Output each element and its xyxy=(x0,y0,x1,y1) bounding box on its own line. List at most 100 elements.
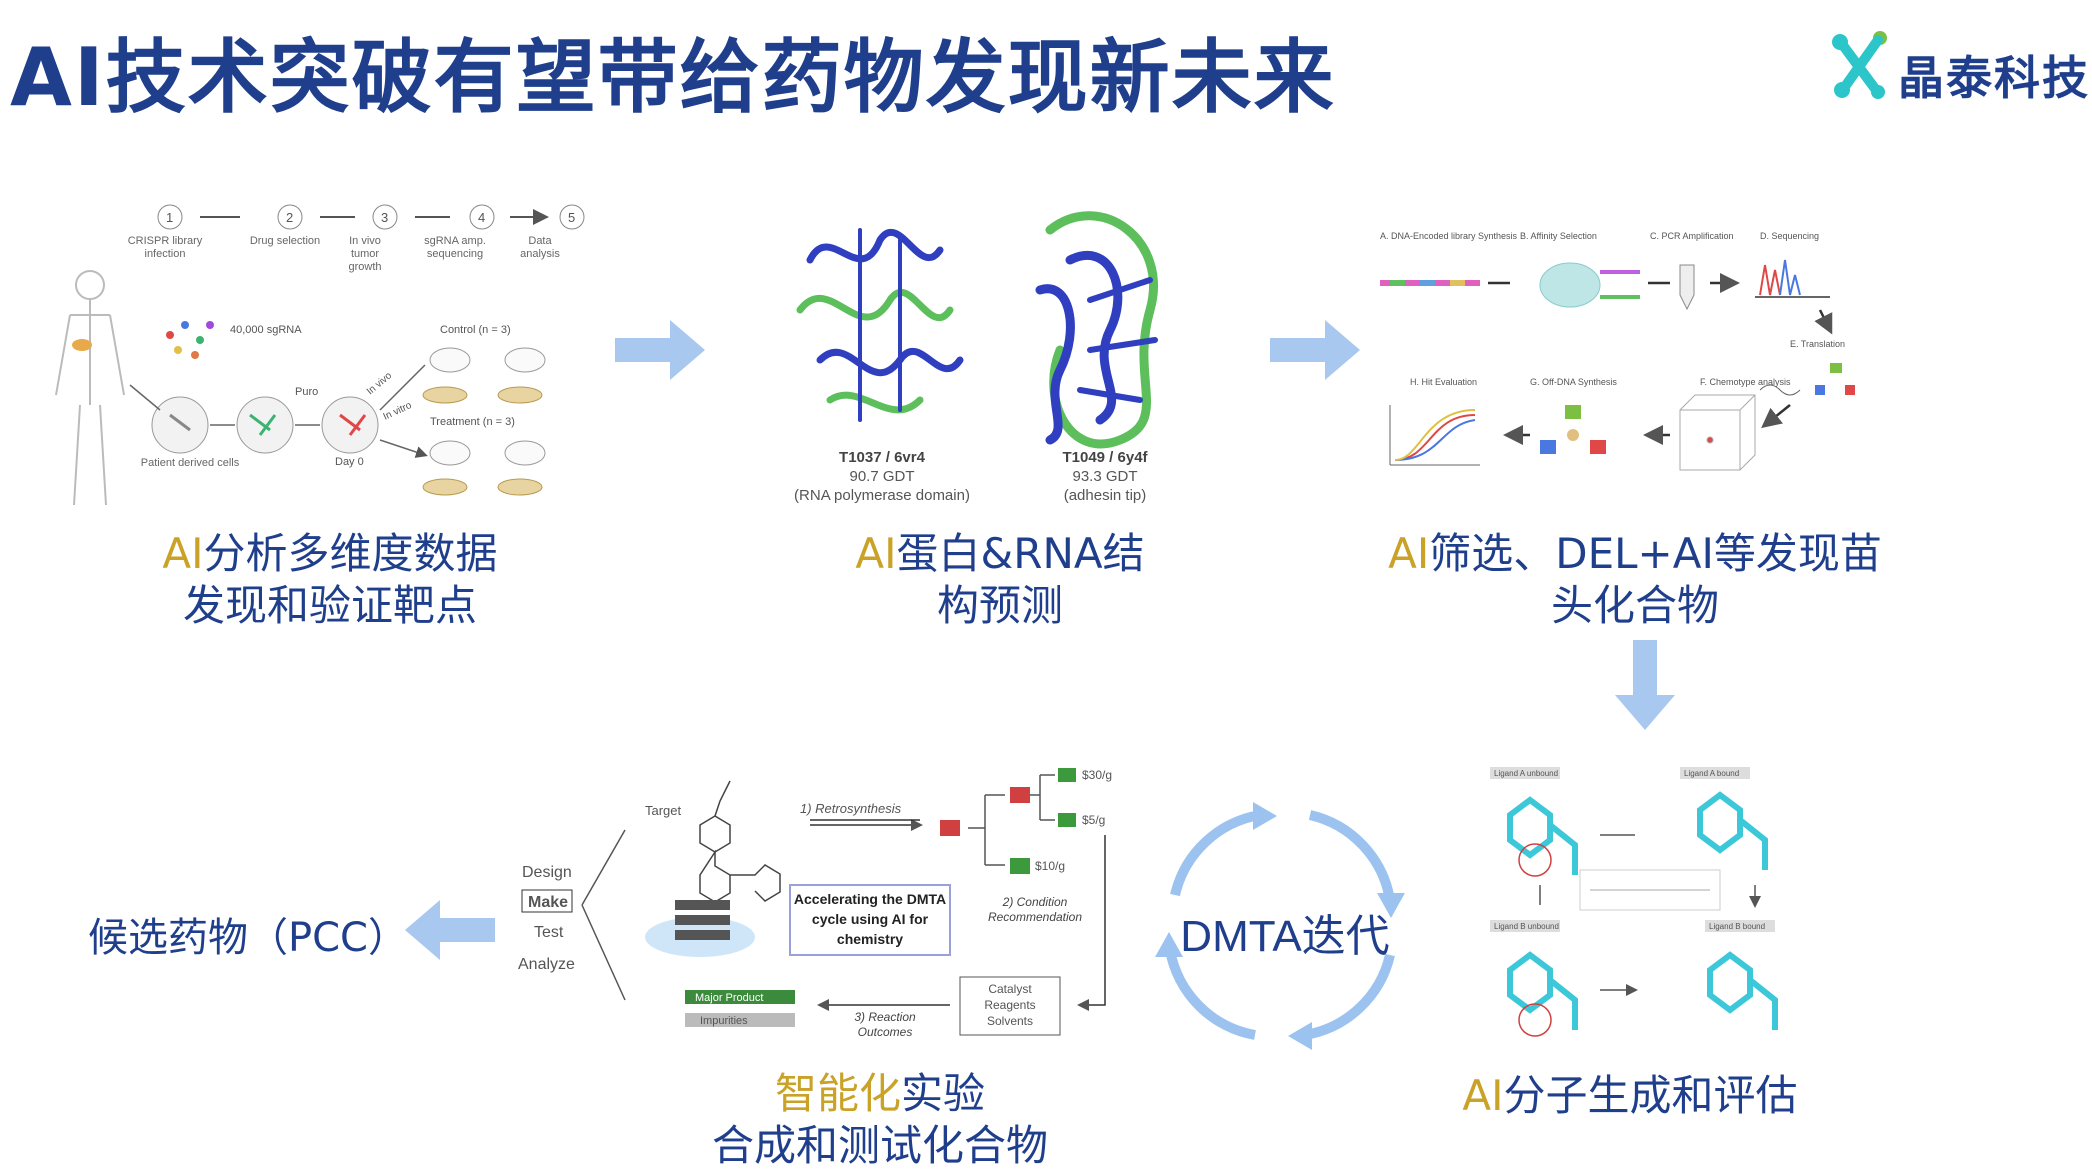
protein-2-gdt: 93.3 GDT xyxy=(1072,468,1137,485)
condition-label: 2) Condition Recommendation xyxy=(987,895,1083,924)
step-2-num: 2 xyxy=(286,210,293,225)
del-step-g: G. Off-DNA Synthesis xyxy=(1530,377,1617,387)
step-4-num: 4 xyxy=(478,210,485,225)
patient-label: Patient derived cells xyxy=(140,457,240,469)
chemotype-cube-icon xyxy=(1679,394,1756,471)
sgrna-label: 40,000 sgRNA xyxy=(230,324,302,336)
del-workflow-figure: A. DNA-Encoded library Synthesis B. Affi… xyxy=(1370,225,1870,495)
caption-hit-discovery: AI筛选、DEL+AI等发现苗 头化合物 xyxy=(1370,528,1900,632)
affinity-blob-icon xyxy=(1539,262,1640,308)
target-molecule-icon xyxy=(699,780,781,903)
step-1-num: 1 xyxy=(166,210,173,225)
protein-1-desc: (RNA polymerase domain) xyxy=(794,487,970,504)
price-2: $5/g xyxy=(1082,813,1105,827)
dmta-test: Test xyxy=(534,924,564,941)
del-step-a: A. DNA-Encoded library Synthesis xyxy=(1380,231,1518,241)
dmta-ai-box-title: Accelerating the DMTA cycle using AI for… xyxy=(793,891,947,947)
dmta-make: Make xyxy=(528,894,568,911)
del-step-f: F. Chemotype analysis xyxy=(1700,377,1791,387)
caption-lab-automation: 智能化实验 合成和测试化合物 xyxy=(680,1068,1080,1172)
major-product-label: Major Product xyxy=(695,992,763,1004)
caption-5-gold: 智能化 xyxy=(774,1069,901,1118)
step-5-label: Data analysis xyxy=(520,235,560,260)
retrosynthesis-label: 1) Retrosynthesis xyxy=(800,801,902,816)
company-logo: 晶泰科技 xyxy=(1828,28,2088,118)
invivo-label: In vivo xyxy=(365,370,395,397)
intermediate-icon xyxy=(940,820,960,836)
logo-text: 晶泰科技 xyxy=(1898,51,2090,105)
step-5-num: 5 xyxy=(568,210,575,225)
protein-structure-figure: T1037 / 6vr4 90.7 GDT (RNA polymerase do… xyxy=(770,200,1200,510)
protein-2-desc: (adhesin tip) xyxy=(1064,487,1147,504)
step-3-label: In vivo tumor growth xyxy=(348,235,382,273)
del-step-d: D. Sequencing xyxy=(1760,231,1819,241)
lab-automation-figure: Design Make Test Analyze Target 1) Retro… xyxy=(510,765,1150,1065)
day0-label: Day 0 xyxy=(335,456,364,468)
puro-label: Puro xyxy=(295,386,318,398)
step-3-num: 3 xyxy=(381,210,388,225)
step-4-label: sgRNA amp. sequencing xyxy=(424,235,486,260)
protein-ribbon-1-icon xyxy=(796,228,964,422)
flow-arrow-left-icon xyxy=(405,900,495,960)
del-step-h: H. Hit Evaluation xyxy=(1410,377,1477,387)
reagents-label: Reagents xyxy=(984,998,1035,1012)
del-step-b: B. Affinity Selection xyxy=(1520,231,1597,241)
caption-5-line2: 合成和测试化合物 xyxy=(711,1121,1048,1170)
logo-mark-icon xyxy=(1832,31,1887,99)
del-step-e: E. Translation xyxy=(1790,339,1845,349)
step-2-label: Drug selection xyxy=(249,235,321,247)
solvents-label: Solvents xyxy=(987,1014,1033,1028)
sequencing-chart-icon xyxy=(1755,259,1830,298)
caption-3-line1: 筛选、DEL+AI等发现苗 xyxy=(1429,529,1882,578)
flow-arrow-right-icon xyxy=(1270,320,1360,380)
protein-1-gdt: 90.7 GDT xyxy=(849,468,914,485)
flow-arrow-right-icon xyxy=(615,320,705,380)
caption-ai-4: AI xyxy=(1462,1071,1504,1120)
target-discovery-figure: 1 2 3 4 5 CRISPR library infection Drug … xyxy=(50,195,610,515)
molecule-generation-figure: Ligand A unbound Ligand A bound Ligand B… xyxy=(1470,765,1820,1045)
translation-icon xyxy=(1759,363,1855,396)
caption-ai-1: AI xyxy=(162,529,204,578)
ligand-tag-3: Ligand B unbound xyxy=(1494,922,1559,931)
protein-ribbon-2-icon xyxy=(1035,211,1158,449)
caption-2-line2: 构预测 xyxy=(936,581,1063,630)
dmta-analyze: Analyze xyxy=(518,956,575,973)
caption-ai-3: AI xyxy=(1388,529,1430,578)
treatment-label: Treatment (n = 3) xyxy=(430,416,515,428)
impurities-label: Impurities xyxy=(700,1015,748,1027)
caption-1-line2: 发现和验证靶点 xyxy=(182,581,477,630)
ligand-tag-2: Ligand A bound xyxy=(1684,769,1739,778)
protein-1-id: T1037 / 6vr4 xyxy=(839,449,926,466)
ligand-tag-4: Ligand B bound xyxy=(1709,922,1765,931)
candidate-drug-label: 候选药物（PCC） xyxy=(88,915,408,961)
caption-5-line1: 实验 xyxy=(901,1069,986,1118)
caption-ai-2: AI xyxy=(855,529,897,578)
price-3: $10/g xyxy=(1035,859,1065,873)
human-figure-icon xyxy=(55,270,125,506)
protein-2-id: T1049 / 6y4f xyxy=(1062,449,1148,466)
caption-target-discovery: AI分析多维度数据 发现和验证靶点 xyxy=(120,528,540,632)
control-label: Control (n = 3) xyxy=(440,324,511,336)
dmta-cycle-icon xyxy=(1155,802,1405,1050)
ligand-molecule-icon xyxy=(1507,791,1778,1030)
step-1-label: CRISPR library infection xyxy=(127,235,203,260)
caption-4-line1: 分子生成和评估 xyxy=(1503,1071,1798,1120)
pcr-tube-icon xyxy=(1679,264,1695,311)
caption-structure-prediction: AI蛋白&RNA结 构预测 xyxy=(800,528,1200,632)
off-dna-synthesis-icon xyxy=(1540,405,1606,454)
dna-strand-icon xyxy=(1380,280,1480,286)
caption-2-line1: 蛋白&RNA结 xyxy=(896,529,1145,578)
ligand-tag-1: Ligand A unbound xyxy=(1494,769,1558,778)
dmta-design: Design xyxy=(522,864,572,881)
del-step-c: C. PCR Amplification xyxy=(1650,231,1734,241)
catalyst-label: Catalyst xyxy=(988,982,1032,996)
slide-title: AI技术突破有望带给药物发现新未来 xyxy=(10,31,1336,124)
hit-evaluation-chart-icon xyxy=(1389,405,1480,466)
target-label: Target xyxy=(645,803,682,818)
caption-1-line1: 分析多维度数据 xyxy=(203,529,498,578)
flow-arrow-down-icon xyxy=(1615,640,1675,730)
reaction-outcomes-label: 3) Reaction Outcomes xyxy=(854,1010,916,1039)
caption-molecule-generation: AI分子生成和评估 xyxy=(1430,1070,1830,1122)
dmta-cycle-label: DMTA迭代 xyxy=(1180,912,1390,961)
price-1: $30/g xyxy=(1082,768,1112,782)
